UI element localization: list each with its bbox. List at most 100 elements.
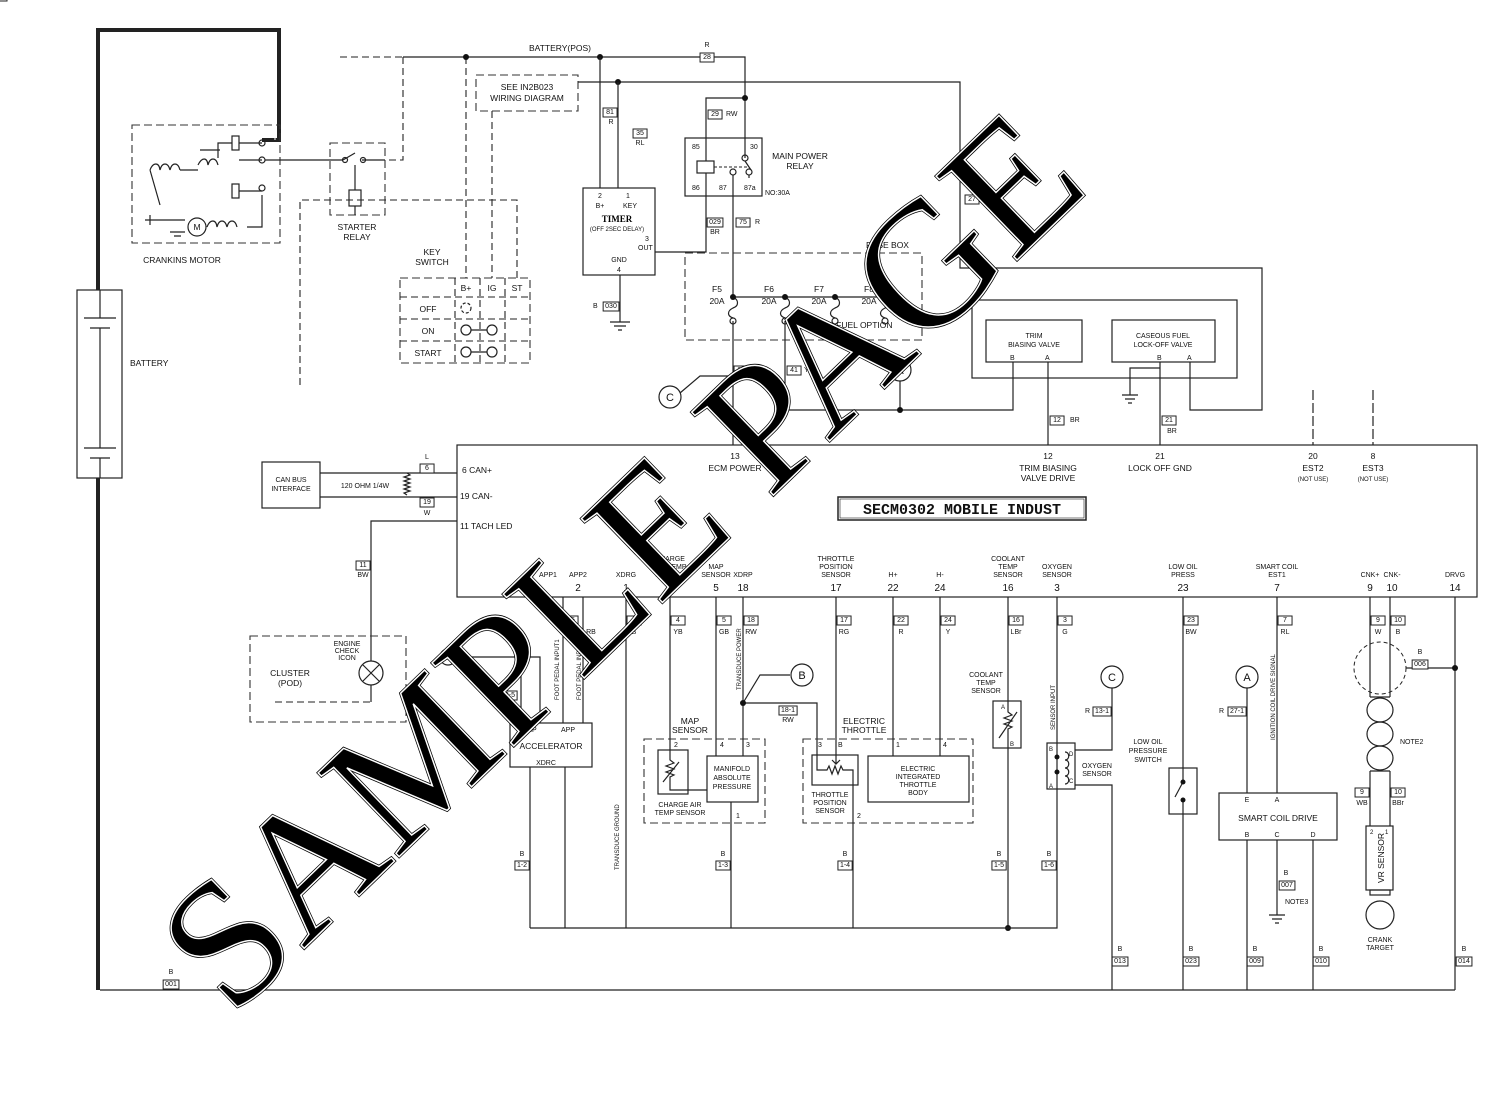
timer-pin-1: 1 bbox=[626, 193, 630, 200]
sensor-input-label: SENSOR INPUT bbox=[1051, 685, 1057, 730]
throttle-position-sensor bbox=[811, 754, 859, 786]
wire-tag: 29 bbox=[711, 111, 719, 118]
wire-tag: 9 bbox=[1360, 789, 1364, 796]
wire-tag-box bbox=[778, 705, 798, 716]
wire-tag: 009 bbox=[1249, 958, 1261, 965]
wire-tag-box bbox=[964, 194, 980, 205]
ground-wire-frame-inner bbox=[101, 33, 276, 990]
wire-tag: 27-1 bbox=[1230, 708, 1244, 715]
wire-tag: 1-3 bbox=[718, 862, 728, 869]
wire-color: RW bbox=[745, 629, 757, 636]
ecm-bottom-pin-label: APP1 bbox=[539, 572, 557, 579]
wire-tag: 22 bbox=[897, 617, 905, 624]
can-bus-label: CAN BUS bbox=[275, 477, 306, 484]
wire-tag-box bbox=[632, 128, 648, 139]
coolant-wire bbox=[998, 597, 1018, 928]
switch-contact bbox=[1180, 797, 1186, 803]
transduce-power-wire bbox=[742, 674, 823, 771]
ecm-bottom-pin-label: SENSOR bbox=[655, 572, 685, 579]
ecm-bottom-pin-number: 10 bbox=[1386, 583, 1398, 594]
accel-pin-xdrc: XDRC bbox=[536, 760, 556, 767]
coolant-label: COOLANT bbox=[969, 672, 1004, 679]
wire-tag-box bbox=[1277, 615, 1293, 626]
trim-valve-label-2: BIASING VALVE bbox=[1008, 342, 1060, 349]
ecm-title: SECM0302 MOBILE INDUST bbox=[863, 502, 1061, 519]
timer-pin-3: 3 bbox=[645, 236, 649, 243]
wire-color: B bbox=[169, 969, 174, 976]
wire-color: RL bbox=[1281, 629, 1290, 636]
throttle-pin-4: 4 bbox=[943, 742, 947, 749]
wire-tags: R 28 81 R 35 RL 29 RW 029 BR 75 R 27 R B… bbox=[162, 42, 1473, 990]
coolant-pin-a: A bbox=[1001, 705, 1005, 711]
see-wiring-diagram-box bbox=[475, 74, 579, 112]
tps-label-2: POSITION bbox=[813, 800, 846, 807]
ecm-pin-tach-led: 11 TACH LED bbox=[460, 521, 512, 531]
wire-color: BBr bbox=[1392, 800, 1404, 807]
ecm-top-pin-label: (NOT USE) bbox=[1298, 477, 1329, 483]
ecm-top-pin-label: LOCK OFF GND bbox=[1128, 463, 1192, 473]
connector-a-2 bbox=[1235, 665, 1259, 689]
ecm-bottom-pin-label: CNK+ bbox=[1361, 572, 1380, 579]
ecm-bottom-pin-label: AIR/TEMP bbox=[653, 564, 686, 571]
wire-tag: 1-2 bbox=[517, 862, 527, 869]
ecm-bottom-pin-label: DRVG bbox=[1445, 572, 1465, 579]
wire-tag: 12 bbox=[1053, 417, 1061, 424]
ecm-top-pin-label: TRIM BIASING bbox=[1019, 463, 1077, 473]
wire-tag: 28 bbox=[703, 54, 711, 61]
relay-pin-30: 30 bbox=[750, 144, 758, 151]
wire-tag: 21 bbox=[1165, 417, 1173, 424]
ecm-bottom-pin-label: POSITION bbox=[819, 564, 852, 571]
wire-tag: 1-6 bbox=[1044, 862, 1054, 869]
wire-tag: 010 bbox=[1315, 958, 1327, 965]
key-col-st: ST bbox=[512, 283, 523, 293]
wire-tag: 030 bbox=[605, 303, 617, 310]
tps-label-3: SENSOR bbox=[815, 808, 845, 815]
wire-tag: 17 bbox=[840, 617, 848, 624]
ecm-bottom-pin-label: SMART COIL bbox=[1256, 564, 1299, 571]
wire-tag: 27 bbox=[968, 196, 976, 203]
low-oil-label: LOW OIL bbox=[1133, 739, 1162, 746]
accelerator-label: ACCELERATOR bbox=[520, 741, 583, 751]
wire-tag: 24 bbox=[944, 617, 952, 624]
wire-color: B bbox=[843, 851, 848, 858]
junction-dot bbox=[897, 407, 903, 413]
wire-tag-box bbox=[1092, 706, 1112, 717]
timer-desc: (OFF 2SEC DELAY) bbox=[590, 227, 644, 233]
map-pin-4: 4 bbox=[720, 742, 724, 749]
wire-tag: 18-5 bbox=[501, 692, 515, 699]
ecm-title-box bbox=[837, 496, 1087, 521]
valves-enclosure bbox=[971, 299, 1238, 379]
wire-tag-box bbox=[1390, 787, 1406, 798]
ecm-bottom-pin-label: CNK- bbox=[1383, 572, 1401, 579]
caseous-valve-label-2: LOCK-OFF VALVE bbox=[1134, 342, 1193, 349]
coil-pin-a: A bbox=[1275, 797, 1280, 804]
wire-tag: 16 bbox=[1012, 617, 1020, 624]
tps-pin-b: B bbox=[838, 742, 843, 749]
engine-check-label-3: ICON bbox=[338, 655, 356, 662]
wire-tag-box bbox=[1354, 787, 1370, 798]
trim-pin-a: A bbox=[1045, 355, 1050, 362]
ecm-top-pin-number: 21 bbox=[1155, 451, 1165, 461]
accel-pin-app: APP bbox=[561, 727, 575, 734]
can-bus-label-2: INTERFACE bbox=[271, 486, 311, 493]
wire-tag: 18 bbox=[747, 617, 755, 624]
main-relay-label-2: RELAY bbox=[786, 161, 814, 171]
main-relay-rating: NO:30A bbox=[765, 190, 790, 197]
throttle-pin-1: 1 bbox=[896, 742, 900, 749]
wire-color: R bbox=[1085, 708, 1090, 715]
caseous-pin-a: A bbox=[1187, 355, 1192, 362]
wire-tag: 9 bbox=[1376, 617, 1380, 624]
coil-pin-d: D bbox=[1310, 832, 1315, 839]
engine-check-lamp-icon bbox=[358, 660, 384, 686]
ecm-bottom-pin-label: MAP bbox=[708, 564, 724, 571]
caseous-valve-label: CASEOUS FUEL bbox=[1136, 333, 1190, 340]
engine-check-label-2: CHECK bbox=[335, 648, 360, 655]
oxygen-wires bbox=[530, 597, 1113, 990]
ecm-bottom-pin-number: 9 bbox=[1367, 583, 1373, 594]
tps-pin-2: 2 bbox=[857, 813, 861, 820]
ecm-bottom-pin-label: H- bbox=[936, 572, 944, 579]
timer-wires bbox=[599, 57, 630, 331]
fuse-box-title: FUSE BOX bbox=[866, 240, 909, 250]
ecm-bottom-pin-label: THROTTLE bbox=[818, 556, 855, 563]
wire-tag-box bbox=[735, 217, 751, 228]
